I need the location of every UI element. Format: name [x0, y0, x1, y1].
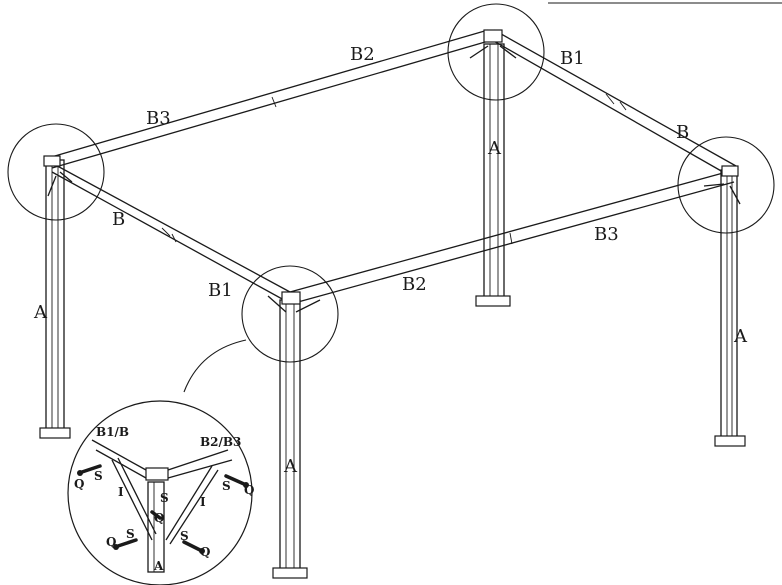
label-detail-q-br: Q: [200, 545, 210, 559]
label-b2-back: B2: [350, 44, 375, 65]
bolt-br: [182, 540, 202, 552]
cap-back: [483, 29, 503, 43]
beam-back-right: [491, 29, 737, 177]
label-detail-i-right: I: [200, 495, 206, 509]
label-a-front: A: [283, 456, 298, 477]
label-a-right: A: [733, 326, 748, 347]
label-detail-q-tr: Q: [244, 483, 254, 497]
post-back: [475, 43, 511, 307]
label-detail-s-tl: S: [94, 469, 103, 483]
label-detail-s-mid: S: [160, 491, 169, 505]
label-b3-right: B3: [594, 224, 619, 245]
cap-left: [43, 155, 61, 167]
label-detail-i-left: I: [118, 485, 124, 499]
cap-front: [281, 291, 301, 305]
detail-view: [67, 400, 253, 585]
cap-right: [721, 165, 739, 177]
label-detail-b1b: B1/B: [96, 425, 129, 439]
post-right: [714, 169, 746, 447]
label-a-left: A: [33, 302, 48, 323]
callout-circle-front: [241, 265, 339, 363]
beam-front-right: [289, 169, 735, 303]
braces-front: [267, 295, 321, 313]
braces-left: [47, 171, 73, 197]
bolt-tl: [80, 464, 102, 474]
label-detail-s-bl: S: [126, 527, 135, 541]
callout-circle-right: [677, 136, 775, 234]
label-b2-front: B2: [402, 274, 427, 295]
callout-leader: [183, 339, 247, 393]
braces-right: [703, 183, 741, 205]
callout-circle-left: [7, 123, 105, 221]
bolt-mid: [150, 510, 162, 520]
beam-back-left: [47, 29, 493, 169]
beam-front-left: [49, 161, 291, 301]
bolt-bl: [116, 538, 138, 548]
braces-back: [469, 45, 517, 59]
label-b-left: B: [112, 209, 125, 230]
bolt-tr: [224, 474, 246, 486]
label-b-right: B: [676, 122, 689, 143]
callout-circle-back: [447, 3, 545, 101]
post-left: [39, 159, 71, 439]
label-b1-front: B1: [208, 280, 233, 301]
label-detail-q-mid: Q: [154, 511, 164, 525]
label-detail-q-tl: Q: [74, 477, 84, 491]
post-front: [272, 299, 308, 579]
label-b3-left: B3: [146, 108, 171, 129]
label-detail-s-tr: S: [222, 479, 231, 493]
label-detail-s-br: S: [180, 529, 189, 543]
label-a-back: A: [487, 138, 502, 159]
label-detail-b2b3: B2/B3: [200, 435, 241, 449]
label-detail-a: A: [153, 559, 164, 573]
label-detail-q-bl: Q: [106, 535, 116, 549]
label-b1-back: B1: [560, 48, 585, 69]
